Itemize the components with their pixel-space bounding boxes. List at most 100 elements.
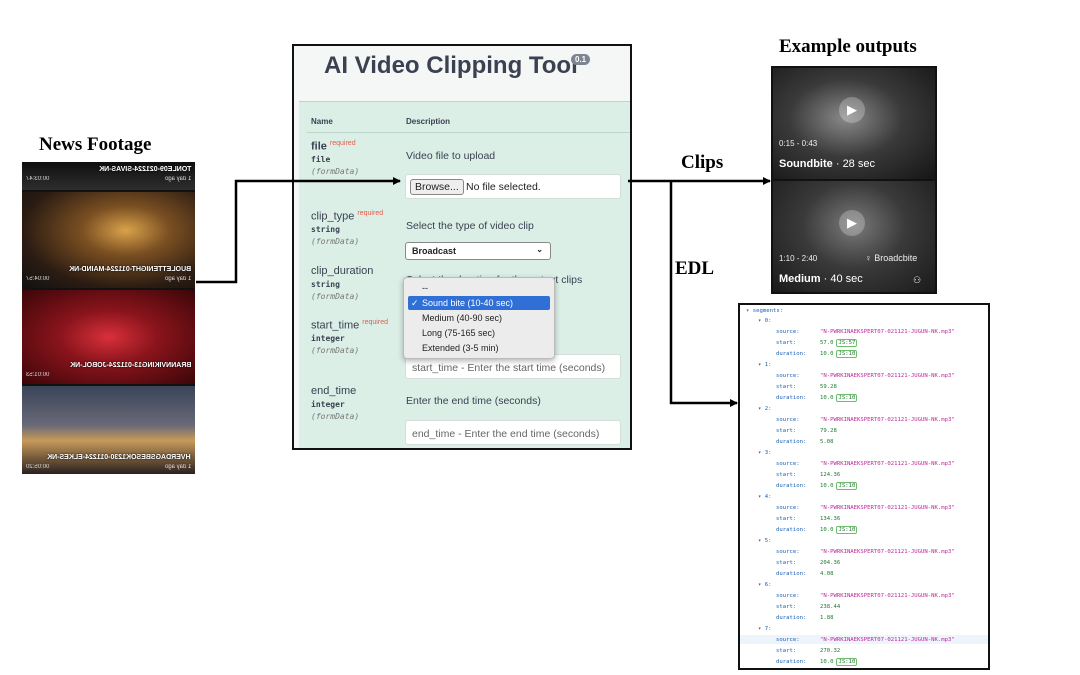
tool-to-edl-arrow <box>669 181 738 407</box>
share-icon[interactable]: ⚇ <box>913 275 922 285</box>
edl-segment-index[interactable]: ▾ 5: <box>758 538 772 544</box>
edl-start-value: 134.36 <box>820 516 841 522</box>
param-end-time-name: end_time <box>311 385 357 397</box>
duration-option[interactable]: Medium (40-90 sec) <box>422 313 503 323</box>
param-file-description: Video file to upload <box>406 150 496 162</box>
clip-medium[interactable]: ▶ 1:10 - 2:40 ♀ Broadcbite Medium · 40 s… <box>771 179 937 294</box>
edl-source-key: source: <box>776 373 800 379</box>
edl-start-value: 204.36 <box>820 560 841 566</box>
edl-root[interactable]: ▾ segments: <box>746 308 784 314</box>
edl-start-key: start: <box>776 648 797 654</box>
clip-label: Medium · 40 sec <box>779 273 863 285</box>
edl-start-value: 124.36 <box>820 472 841 478</box>
play-icon[interactable]: ▶ <box>839 210 865 236</box>
edl-source-key: source: <box>776 329 800 335</box>
edl-source-value: "N-PWRKINAEKSPERT07-021121-JUGUN-NK.mp3" <box>820 461 955 467</box>
param-clip-duration-name: clip_duration <box>311 265 374 277</box>
edl-start-key: start: <box>776 472 797 478</box>
chevron-down-icon: ⌄ <box>536 245 543 254</box>
edl-segment-index[interactable]: ▾ 1: <box>758 362 772 368</box>
clip-label: Soundbite · 28 sec <box>779 158 875 170</box>
thumbnail-image <box>22 162 195 190</box>
bulb-icon: ♀ <box>865 253 872 263</box>
edl-start-key: start: <box>776 604 797 610</box>
edl-start-value: 59.28 <box>820 384 837 390</box>
edl-start-value: 238.44 <box>820 604 841 610</box>
param-end-time-description: Enter the end time (seconds) <box>406 395 541 407</box>
edl-start-key: start: <box>776 516 797 522</box>
param-start-time-location: (formData) <box>311 346 360 355</box>
thumbnail-caption: TONLE09-021224-SIVAS-NK <box>98 166 191 173</box>
thumbnail-duration: 00:05:20 <box>26 464 50 470</box>
param-clip-duration-type: string <box>311 280 340 289</box>
description-column-header: Description <box>406 117 451 126</box>
edl-highlight-row <box>740 635 988 644</box>
edl-source-key: source: <box>776 637 800 643</box>
news-footage-label: News Footage <box>39 134 152 155</box>
edl-segment-index[interactable]: ▾ 4: <box>758 494 772 500</box>
end-time-input[interactable]: end_time - Enter the end time (seconds) <box>405 420 621 445</box>
param-clip-type-description: Select the type of video clip <box>406 220 534 232</box>
clip-overlay-text: ♀ Broadcbite <box>865 253 918 263</box>
edl-segment-index[interactable]: ▾ 2: <box>758 406 772 412</box>
file-upload-field: Browse... No file selected. <box>405 174 621 199</box>
clip-time-range: 0:15 - 0:43 <box>779 139 818 148</box>
footage-thumbnail[interactable]: HVERDAGSBESOK1230-011224-ELKES-NK 00:05:… <box>22 386 195 474</box>
edl-segment-index[interactable]: ▾ 7: <box>758 626 772 632</box>
edl-segment-index[interactable]: ▾ 0: <box>758 318 772 324</box>
duration-option[interactable]: Long (75-165 sec) <box>422 328 496 338</box>
example-outputs-label: Example outputs <box>779 36 917 57</box>
edl-duration-key: duration: <box>776 571 807 577</box>
thumbnail-duration: 00:03:47 <box>26 176 50 182</box>
clipping-tool-window: AI Video Clipping Tool 0.1 Name Descript… <box>292 44 632 450</box>
thumbnail-image <box>22 290 195 384</box>
edl-source-value: "N-PWRKINAEKSPERT07-021121-JUGUN-NK.mp3" <box>820 417 955 423</box>
param-file-location: (formData) <box>311 167 360 176</box>
edl-source-key: source: <box>776 461 800 467</box>
edl-source-key: source: <box>776 593 800 599</box>
clip-duration-dropdown[interactable]: -- ✓Sound bite (10-40 sec) Medium (40-90… <box>403 277 555 359</box>
duration-option[interactable]: -- <box>422 283 428 293</box>
thumbnail-image <box>22 386 195 474</box>
edl-start-value: 270.32 <box>820 648 841 654</box>
footage-thumbnail[interactable]: BRANNVIKING13-011224-JOBOL-NK 00:01:53 <box>22 290 195 384</box>
play-icon[interactable]: ▶ <box>839 97 865 123</box>
edl-duration-value: 4.08 <box>820 571 834 577</box>
edl-segment-index[interactable]: ▾ 3: <box>758 450 772 456</box>
edl-start-key: start: <box>776 428 797 434</box>
edl-source-value: "N-PWRKINAEKSPERT07-021121-JUGUN-NK.mp3" <box>820 549 955 555</box>
browse-button[interactable]: Browse... <box>410 179 464 195</box>
param-end-time-location: (formData) <box>311 412 360 421</box>
edl-source-key: source: <box>776 505 800 511</box>
thumbnail-caption: HVERDAGSBESOK1230-011224-ELKES-NK <box>47 454 191 461</box>
clip-type-select[interactable]: Broadcast ⌄ <box>405 242 551 260</box>
edl-start-value: 79.28 <box>820 428 837 434</box>
clip-soundbite[interactable]: ▶ 0:15 - 0:43 Soundbite · 28 sec <box>771 66 937 181</box>
edl-duration-key: duration: <box>776 527 807 533</box>
edl-panel: ▾ segments: ▾ 0: source: "N-PWRKINAEKSPERT… <box>738 303 990 670</box>
thumbnail-age: 1 day ago <box>164 464 191 470</box>
param-clip-type-location: (formData) <box>311 237 360 246</box>
duration-option[interactable]: Extended (3-5 min) <box>422 343 499 353</box>
clip-type-value: Broadcast <box>412 246 457 256</box>
edl-start-key: start: <box>776 340 797 346</box>
thumbnail-caption: BUOLETTENIGHT-011224-MAIND-NK <box>68 266 191 273</box>
file-status: No file selected. <box>466 181 541 193</box>
header-divider <box>307 132 630 133</box>
duration-option-selected[interactable]: ✓Sound bite (10-40 sec) <box>408 296 550 310</box>
param-end-time-type: integer <box>311 400 345 409</box>
edl-duration-key: duration: <box>776 615 807 621</box>
footage-thumbnail[interactable]: BUOLETTENIGHT-011224-MAIND-NK 00:04:57 1… <box>22 192 195 288</box>
edl-segment-index[interactable]: ▾ 6: <box>758 582 772 588</box>
edl-duration-key: duration: <box>776 439 807 445</box>
footage-thumbnail[interactable]: TONLE09-021224-SIVAS-NK 00:03:47 1 day a… <box>22 162 195 190</box>
clips-label: Clips <box>681 152 724 173</box>
edl-source-value: "N-PWRKINAEKSPERT07-021121-JUGUN-NK.mp3" <box>820 373 955 379</box>
check-icon: ✓ <box>411 298 419 308</box>
thumbnail-age: 1 day ago <box>164 176 191 182</box>
